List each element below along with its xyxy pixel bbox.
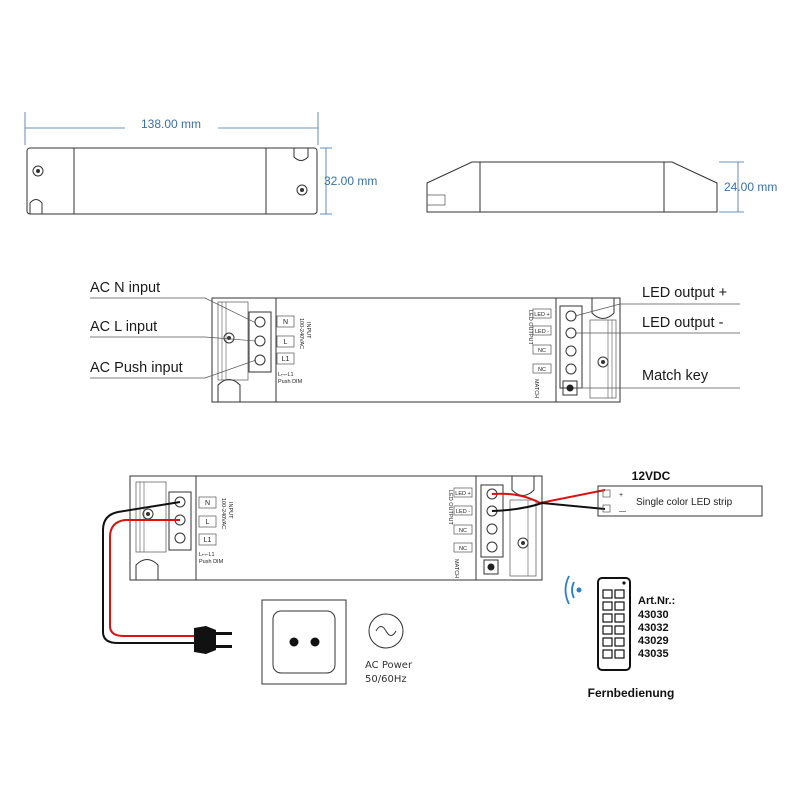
led-strip: 12VDC + — Single color LED strip (597, 469, 763, 517)
terminal-nc-1: NC (538, 348, 546, 354)
ac-power-line1: AC Power (365, 660, 413, 671)
width-dimension: 32.00 mm (320, 147, 377, 215)
wiring-terminal-led-plus: LED + (455, 491, 470, 497)
svg-text:AC N input: AC N input (90, 280, 160, 296)
remote-button (614, 613, 625, 623)
wiring-terminal-n: N (205, 500, 210, 507)
ac-cable (102, 501, 232, 654)
remote-button (614, 601, 625, 611)
strip-plus: + (619, 492, 623, 499)
wiring-led-output-label: LED OUTPUT (447, 490, 453, 525)
voltage-label-12vdc: 12VDC (632, 469, 671, 483)
remote-button (614, 625, 625, 635)
wiring-pushdim-symbol: L⌐⌐L1 (199, 552, 215, 558)
remote-button (614, 589, 625, 599)
art-label: Art.Nr.: (638, 595, 675, 607)
remote-button (602, 589, 613, 599)
input-label: INPUT (305, 322, 311, 339)
match-label: MATCH (533, 379, 539, 398)
wiring-match-label: MATCH (453, 559, 459, 578)
height-dimension: 24.00 mm (719, 161, 777, 213)
ac-power-symbol: AC Power 50/60Hz (365, 613, 413, 685)
remote-button (614, 649, 625, 659)
wiring-input-label: INPUT (227, 502, 233, 519)
remote-button (602, 637, 613, 647)
housing-side-view (426, 161, 718, 213)
wiring-terminal-nc-1: NC (459, 528, 467, 534)
wiring-terminal-l1: L1 (204, 537, 212, 544)
wiring-terminal-l: L (206, 519, 210, 526)
art-number-4: 43035 (638, 648, 669, 660)
dc-wires (491, 489, 606, 512)
wiring-terminal-nc-2: NC (459, 546, 467, 552)
strip-label: Single color LED strip (636, 497, 733, 508)
terminal-l: L (284, 339, 288, 346)
wireless-signal-icon (564, 575, 582, 605)
remote-control-icon (597, 577, 631, 671)
driver-wiring-view: N L L1 100-240VAC INPUT L⌐⌐L1 Push DIM L… (129, 475, 543, 581)
remote-label: Fernbedienung (588, 686, 675, 700)
callout-ac-l: AC L input (90, 319, 257, 342)
wiring-pushdim-label: Push DIM (199, 559, 224, 565)
ac-sine-icon (368, 613, 404, 649)
pushdim-symbol: L⌐⌐L1 (278, 372, 294, 378)
callout-led-plus: LED output + (574, 285, 740, 317)
remote-button (602, 649, 613, 659)
terminal-l1: L1 (282, 356, 290, 363)
strip-minus: — (619, 508, 626, 515)
remote-button (614, 637, 625, 647)
remote-button (602, 625, 613, 635)
height-label: 24.00 mm (724, 180, 777, 194)
svg-text:LED output +: LED output + (642, 285, 727, 301)
terminal-n: N (283, 319, 288, 326)
width-label: 32.00 mm (324, 174, 377, 188)
voltage-label: 100-240VAC (298, 318, 304, 349)
svg-text:AC L input: AC L input (90, 319, 157, 335)
length-label: 138.00 mm (141, 117, 201, 131)
svg-text:Match key: Match key (642, 368, 709, 384)
driver-terminal-view: N L L1 100-240VAC INPUT L⌐⌐L1 Push DIM L… (211, 297, 621, 403)
art-number-1: 43030 (638, 609, 669, 621)
svg-text:AC Push input: AC Push input (90, 360, 183, 376)
housing-top-view (26, 147, 318, 215)
callout-led-minus: LED output - (575, 315, 740, 334)
remote-button (602, 601, 613, 611)
terminal-led-minus: LED - (535, 329, 549, 335)
led-output-label: LED OUTPUT (527, 310, 533, 345)
pushdim-label: Push DIM (278, 379, 303, 385)
wiring-terminal-led-minus: LED - (456, 509, 470, 515)
terminal-nc-2: NC (538, 367, 546, 373)
callout-ac-n: AC N input (90, 280, 257, 324)
terminal-led-plus: LED + (534, 312, 549, 318)
art-number-3: 43029 (638, 635, 669, 647)
wiring-voltage-label: 100-240VAC (220, 498, 226, 529)
ac-power-line2: 50/60Hz (365, 674, 407, 685)
plug-icon (194, 626, 216, 654)
svg-text:LED output -: LED output - (642, 315, 724, 331)
callout-ac-push: AC Push input (90, 359, 257, 379)
wall-socket-icon (261, 599, 347, 685)
remote-button (602, 613, 613, 623)
callout-match-key: Match key (575, 368, 740, 389)
article-numbers: Art.Nr.: 43030 43032 43029 43035 (638, 595, 675, 660)
length-dimension: 138.00 mm (24, 112, 319, 145)
art-number-2: 43032 (638, 622, 669, 634)
